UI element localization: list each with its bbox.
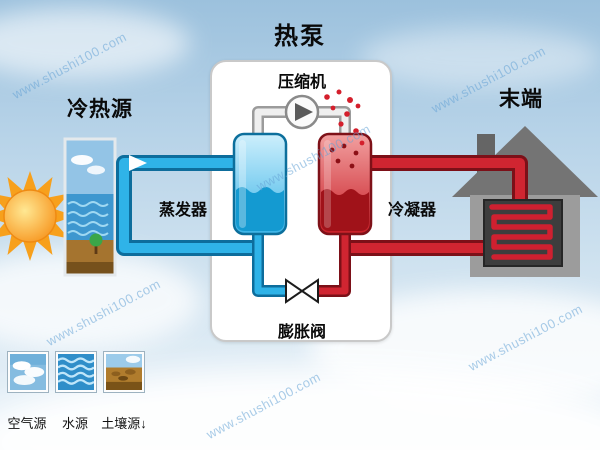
compressor-icon [284, 94, 320, 130]
radiator-coil-icon [483, 199, 563, 267]
panel-sky [66, 140, 114, 194]
refrigerant-droplets [324, 89, 365, 146]
soil-source-icon [104, 352, 144, 392]
air-source-icon [8, 352, 48, 392]
liquid-pipe-cold [252, 228, 294, 297]
cloud [360, 28, 600, 88]
expansion-valve-label: 膨胀阀 [277, 324, 327, 341]
condenser-label: 冷凝器 [387, 202, 437, 219]
terminal-label: 末端 [499, 88, 543, 111]
water-source-label: 水源 [61, 416, 89, 431]
expansion-valve-icon [285, 278, 319, 304]
flow-arrow-icon [129, 155, 147, 171]
panel-soil [66, 240, 114, 274]
source-label: 冷热源 [67, 98, 133, 121]
source-panel [63, 137, 117, 277]
evaporator-tank [232, 132, 288, 236]
evaporator-label: 蒸发器 [158, 202, 208, 219]
air-source-label: 空气源 [7, 416, 47, 431]
discharge-pipe [314, 106, 351, 142]
compressor-label: 压缩机 [277, 74, 327, 91]
water-source-icon [56, 352, 96, 392]
cold-loop-pipe [116, 155, 258, 256]
condenser-tank [317, 132, 373, 236]
tree-icon [89, 233, 103, 254]
suction-pipe [252, 106, 290, 142]
heat-pump-title: 热泵 [274, 23, 326, 50]
liquid-pipe-hot [310, 228, 351, 297]
panel-water [66, 194, 114, 240]
cloud [0, 8, 190, 78]
sun-icon [0, 171, 75, 261]
soil-source-label: 土壤源↓ [101, 416, 147, 431]
